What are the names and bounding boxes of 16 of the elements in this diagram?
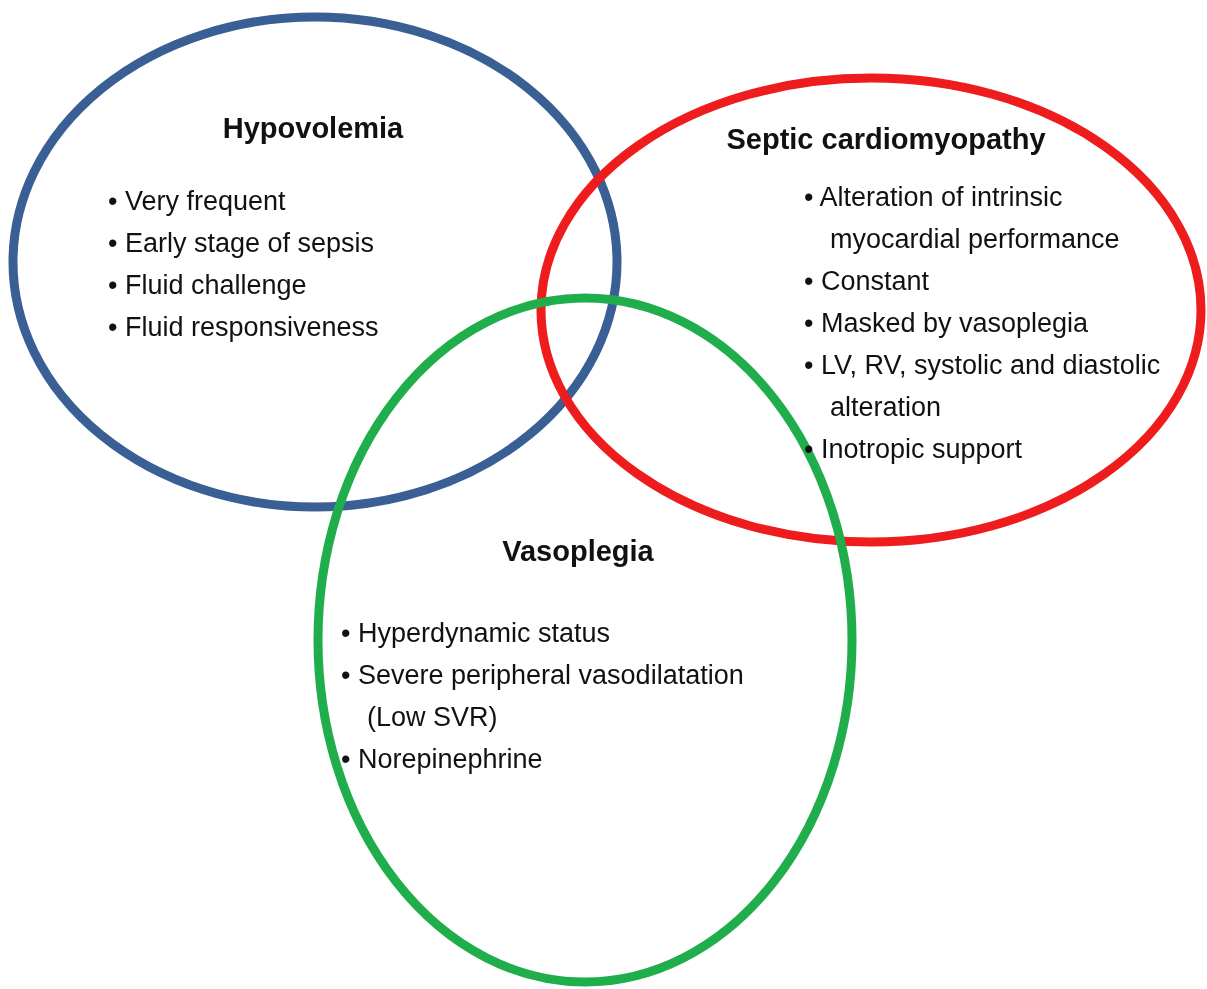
bullet-item: • Fluid challenge	[108, 269, 308, 302]
heading: Vasoplegia	[501, 534, 655, 569]
bullet-item: • LV, RV, systolic and diastolic alteration	[804, 349, 1162, 424]
heading: Septic cardiomyopathy	[725, 122, 1047, 157]
venn-ellipse	[8, 12, 622, 512]
bullet-item: • Very frequent	[108, 185, 287, 218]
bullet-item: • Alteration of intrinsic myocardial performance	[804, 181, 1121, 256]
bullet-item: • Hyperdynamic status	[341, 617, 612, 650]
bullet-item: • Masked by vasoplegia	[804, 307, 1090, 340]
bullet-item: • Inotropic support	[804, 433, 1024, 466]
bullet-item: • Early stage of sepsis	[108, 227, 376, 260]
bullet-item: • Norepinephrine	[341, 743, 544, 776]
bullet-item: • Severe peripheral vasodilatation (Low SVR)	[341, 659, 745, 734]
bullet-item: • Constant	[804, 265, 931, 298]
bullet-item: • Fluid responsiveness	[108, 311, 380, 344]
heading: Hypovolemia	[221, 111, 405, 146]
